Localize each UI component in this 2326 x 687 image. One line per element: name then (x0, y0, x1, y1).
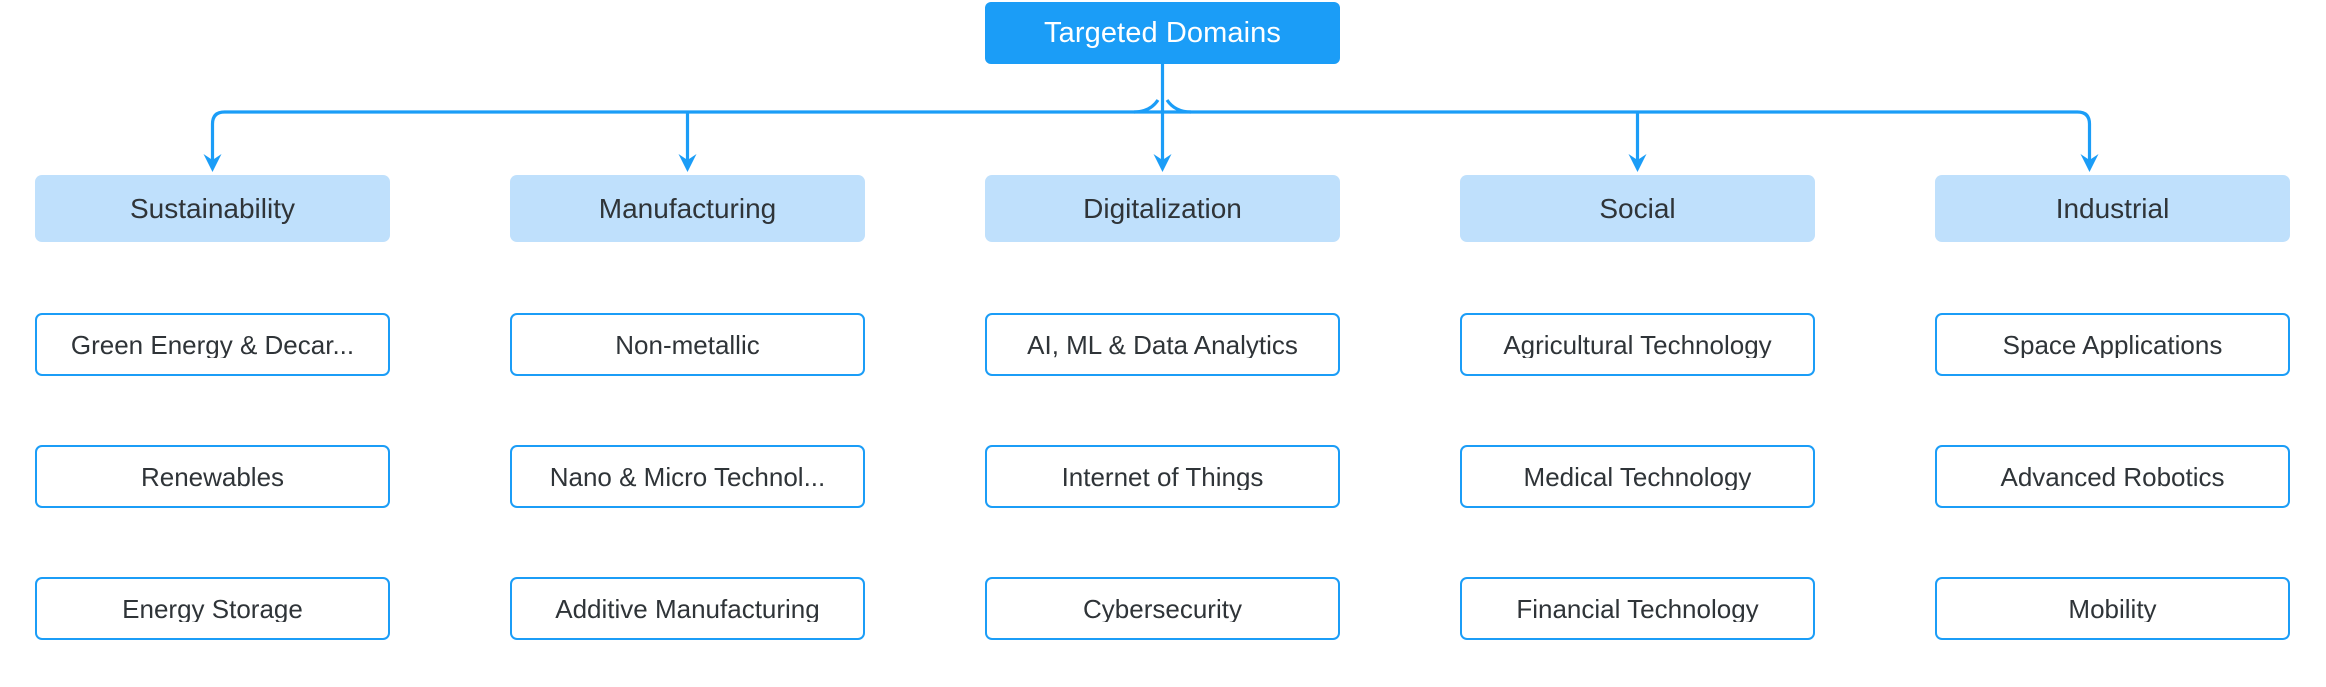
item-box[interactable]: Green Energy & Decar... (35, 313, 390, 376)
arrowhead-manufacturing (678, 154, 697, 172)
bus-join-left (1133, 99, 1160, 114)
item-box[interactable]: Internet of Things (985, 445, 1340, 508)
item-box[interactable]: Energy Storage (35, 577, 390, 640)
root-node-label: Targeted Domains (1044, 16, 1281, 49)
arrowheads (203, 154, 2099, 172)
category-box-social[interactable]: Social (1460, 175, 1815, 242)
item-box[interactable]: Renewables (35, 445, 390, 508)
item-box[interactable]: Cybersecurity (985, 577, 1340, 640)
item-box[interactable]: Financial Technology (1460, 577, 1815, 640)
horizontal-bus (210, 110, 2092, 160)
bus-join-right (1165, 99, 1192, 114)
item-label: Green Energy & Decar... (70, 331, 355, 358)
item-label: Financial Technology (1516, 595, 1759, 622)
category-label: Sustainability (130, 192, 295, 224)
item-label: Energy Storage (122, 595, 303, 622)
item-label: Renewables (140, 463, 285, 490)
item-label: Space Applications (2002, 331, 2223, 358)
item-label: Mobility (2068, 595, 2157, 622)
item-label: Additive Manufacturing (555, 595, 820, 622)
item-label: Advanced Robotics (2000, 463, 2225, 490)
item-box[interactable]: Space Applications (1935, 313, 2290, 376)
arrowhead-digitalization (1153, 154, 1172, 172)
category-box-digitalization[interactable]: Digitalization (985, 175, 1340, 242)
item-label: Agricultural Technology (1503, 331, 1772, 358)
item-label: Nano & Micro Technol... (549, 463, 826, 490)
category-box-sustainability[interactable]: Sustainability (35, 175, 390, 242)
item-label: Internet of Things (1061, 463, 1264, 490)
item-box[interactable]: Advanced Robotics (1935, 445, 2290, 508)
arrowhead-industrial (2080, 154, 2099, 172)
item-box[interactable]: Nano & Micro Technol... (510, 445, 865, 508)
arrowhead-sustainability (203, 154, 222, 172)
item-label: Non-metallic (615, 331, 760, 358)
item-box[interactable]: Additive Manufacturing (510, 577, 865, 640)
category-label: Digitalization (1083, 192, 1242, 224)
item-box[interactable]: Medical Technology (1460, 445, 1815, 508)
category-box-manufacturing[interactable]: Manufacturing (510, 175, 865, 242)
item-label: Medical Technology (1523, 463, 1752, 490)
category-label: Industrial (2055, 192, 2170, 224)
item-box[interactable]: Agricultural Technology (1460, 313, 1815, 376)
item-box[interactable]: AI, ML & Data Analytics (985, 313, 1340, 376)
item-label: Cybersecurity (1083, 595, 1242, 622)
item-label: AI, ML & Data Analytics (1027, 331, 1298, 358)
item-box[interactable]: Mobility (1935, 577, 2290, 640)
category-label: Manufacturing (598, 192, 777, 224)
root-node-targeted-domains[interactable]: Targeted Domains (985, 2, 1340, 64)
item-box[interactable]: Non-metallic (510, 313, 865, 376)
arrowhead-social (1628, 154, 1647, 172)
category-label: Social (1599, 192, 1676, 224)
category-box-industrial[interactable]: Industrial (1935, 175, 2290, 242)
